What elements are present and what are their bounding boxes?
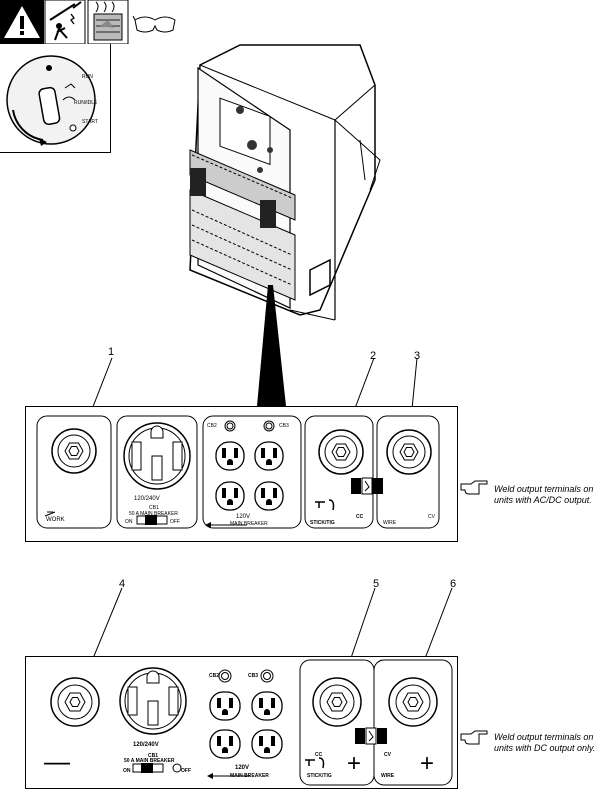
receptacle-240v-dc — [119, 667, 187, 735]
pointing-hand-icon-2 — [460, 730, 488, 745]
stick-tig-label-dc: STICK/TIG — [307, 773, 332, 779]
plus-stick-label: + — [347, 750, 362, 777]
receptacle-240-label: 120/240V — [134, 496, 160, 502]
off-label: OFF — [170, 519, 180, 525]
callout-4: 4 — [119, 578, 126, 590]
v120-label: 120V — [236, 514, 251, 520]
dc-only-front-panel — [25, 656, 458, 789]
cb3-label: CB3 — [279, 423, 289, 429]
receptacle-120v-dc-2 — [251, 691, 283, 721]
receptacle-240v — [123, 422, 191, 490]
receptacle-120v-3 — [215, 481, 245, 511]
minus-label: — — [44, 746, 70, 776]
main-breaker-120-label-dc: MAIN BREAKER — [230, 773, 269, 779]
engine-switch-diagram — [6, 55, 96, 146]
work-terminal — [51, 428, 97, 474]
ac-dc-front-panel — [25, 406, 458, 542]
wire-terminal — [386, 429, 432, 475]
cc-label-dc: CC — [315, 752, 323, 758]
cb2-button-dc — [218, 669, 232, 683]
warning-label-decal — [351, 477, 383, 495]
receptacle-120v-dc-3 — [209, 729, 241, 759]
callout-5: 5 — [373, 578, 380, 590]
dc-only-note: Weld output terminals on units with DC o… — [494, 732, 596, 753]
callout-6: 6 — [450, 578, 457, 590]
callout-3: 3 — [414, 350, 421, 362]
plus-wire-label: + — [420, 750, 435, 777]
cc-label: CC — [356, 514, 364, 520]
cv-label-dc: CV — [384, 752, 391, 758]
knob-start-label: START — [82, 119, 98, 125]
receptacle-120v-2 — [254, 441, 284, 471]
callout-1: 1 — [108, 346, 115, 358]
knob-inset-frame — [0, 44, 111, 153]
safety-warning-strip — [0, 0, 176, 44]
warning-icon — [4, 6, 40, 38]
cb1-label-dc: CB1 — [148, 753, 159, 759]
knob-run-label: RUN — [82, 74, 93, 80]
receptacle-120v-dc-4 — [251, 729, 283, 759]
negative-terminal — [50, 677, 100, 727]
electric-shock-icon — [44, 0, 86, 44]
receptacle-240-label-dc: 120/240V — [133, 742, 159, 748]
cb2-button — [224, 420, 236, 432]
stick-tig-terminal-dc — [312, 677, 362, 727]
callout-2: 2 — [370, 350, 377, 362]
v120-label-dc: 120V — [235, 765, 250, 771]
ac-dc-note: Weld output terminals on units with AC/D… — [494, 484, 594, 505]
main-breaker-label-dc: 50 A MAIN BREAKER — [124, 758, 175, 764]
off-label-dc: OFF — [181, 768, 191, 774]
welder-generator-illustration — [189, 44, 381, 321]
receptacle-120v-dc-1 — [209, 691, 241, 721]
cb2-label-dc: CB2 — [209, 673, 220, 679]
cb3-button-dc — [260, 669, 274, 683]
receptacle-120v-4 — [254, 481, 284, 511]
wire-label: WIRE — [383, 520, 397, 526]
stick-tig-label: STICK/TIG — [310, 520, 335, 526]
stick-tig-terminal — [318, 429, 364, 475]
cb3-label-dc: CB3 — [248, 673, 259, 679]
pointing-hand-icon — [460, 480, 488, 495]
wire-label-dc: WIRE — [381, 773, 395, 779]
main-breaker-label: 50 A MAIN BREAKER — [129, 511, 178, 517]
hot-parts-icon — [87, 0, 129, 44]
cv-label: CV — [428, 514, 435, 520]
cb3-button — [263, 420, 275, 432]
cb1-label: CB1 — [149, 505, 159, 511]
safety-glasses-icon — [132, 15, 176, 33]
receptacle-120v-1 — [215, 441, 245, 471]
work-label: WORK — [46, 517, 65, 523]
on-label: ON — [125, 519, 133, 525]
cb2-label: CB2 — [207, 423, 217, 429]
warning-label-decal-dc — [355, 727, 387, 745]
knob-run-idle-label: RUN/IDLE — [74, 100, 98, 106]
on-label-dc: ON — [123, 768, 131, 774]
wire-terminal-dc — [388, 677, 438, 727]
main-breaker-120-label: MAIN BREAKER — [230, 521, 268, 527]
